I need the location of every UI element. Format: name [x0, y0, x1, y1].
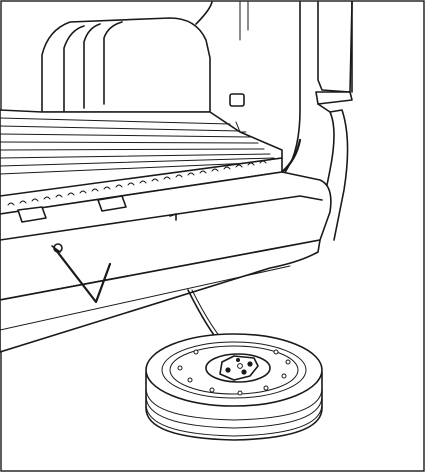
tread-groove-1 [145, 387, 323, 421]
rim-inner [169, 345, 299, 395]
tail-light-housing [317, 1, 353, 93]
winch-crank-handle [54, 248, 112, 304]
bumper-notch [169, 213, 177, 221]
door-latch [229, 93, 245, 107]
winch-tool [51, 243, 112, 304]
sill-slots [7, 160, 267, 206]
lug-nuts [225, 358, 253, 375]
rear-bumper-face [0, 239, 321, 353]
cable-attachment [237, 363, 243, 369]
winch-crank-tip [51, 245, 61, 253]
wheel-arch-ribs [63, 21, 123, 113]
rim-holes [177, 349, 291, 396]
tread-groove-2 [145, 395, 323, 429]
door-frame-corner [280, 138, 302, 174]
wheel-arch-top [195, 1, 213, 25]
bumper-clip-left [17, 206, 47, 223]
spare-tire [145, 333, 323, 441]
wheel-arch-cover [41, 17, 211, 113]
tail-light-lower [315, 91, 353, 105]
bumper-side-outer [329, 109, 349, 241]
bumper-clip-center [97, 195, 127, 212]
vehicle-rear [0, 1, 353, 353]
tread-groove-3 [145, 403, 323, 437]
bumper-crease [0, 195, 323, 241]
rim-outer [161, 341, 307, 399]
body-seam [239, 1, 249, 41]
bumper-lower-line [0, 265, 291, 331]
floor-ribs [0, 117, 277, 175]
